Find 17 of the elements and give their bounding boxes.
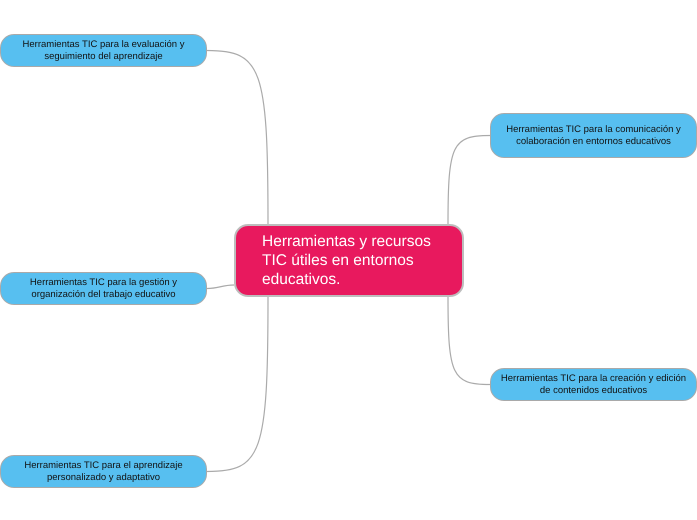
subtopic-text: Herramientas TIC para la creación y edición de contenidos educativos (500, 373, 688, 396)
subtopic-text: Herramientas TIC para la gestión y organización del trabajo educativo (28, 277, 178, 300)
subtopic-text: Herramientas TIC para la comunicación y colaboración en entornos educativos (505, 124, 682, 147)
connector-line (447, 134, 490, 224)
central-topic (234, 224, 464, 297)
subtopic-box (0, 272, 207, 305)
connector-line (206, 50, 269, 224)
subtopic-box (0, 455, 207, 488)
subtopic-box (490, 368, 697, 401)
connector-line (206, 297, 269, 472)
subtopic-text: Herramientas TIC para el aprendizaje personalizado y adaptativo (23, 460, 184, 483)
connector-line (447, 297, 490, 386)
subtopic-box (0, 34, 207, 67)
topic-title: Herramientas y recursos TIC útiles en entornos educativos. (262, 232, 432, 289)
connector-line (206, 284, 234, 290)
subtopic-box (490, 113, 697, 158)
subtopic-text: Herramientas TIC para la evaluación y seguimiento del aprendizaje (22, 39, 186, 62)
